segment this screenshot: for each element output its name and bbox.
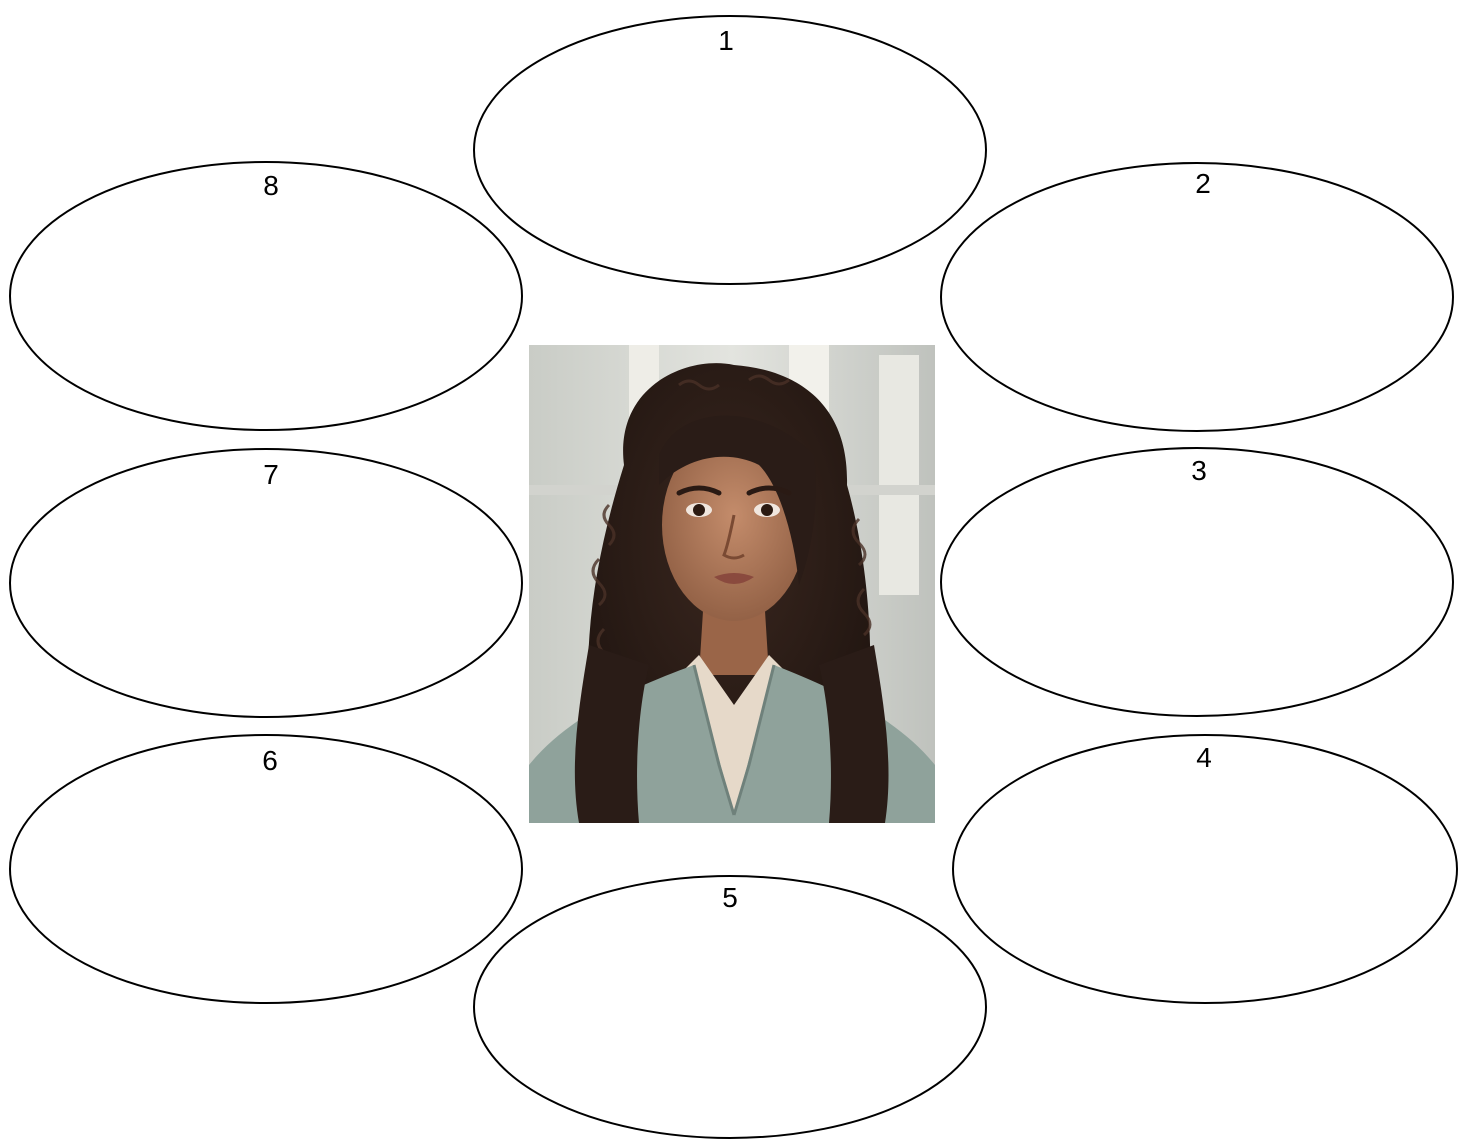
bubble-6[interactable]: 6 <box>10 735 522 1003</box>
bubble-1-label: 1 <box>718 25 734 56</box>
bubble-2-outline <box>941 163 1453 431</box>
center-portrait-photo <box>529 345 935 823</box>
bubble-5[interactable]: 5 <box>474 876 986 1138</box>
bubble-1-outline <box>474 16 986 284</box>
bubble-5-outline <box>474 876 986 1138</box>
bubble-1[interactable]: 1 <box>474 16 986 284</box>
bubble-2-label: 2 <box>1195 168 1211 199</box>
bubble-7-label: 7 <box>263 459 279 490</box>
bubble-8-label: 8 <box>263 170 279 201</box>
bubble-6-label: 6 <box>262 745 278 776</box>
bubble-5-label: 5 <box>722 882 738 913</box>
bubble-4-outline <box>953 735 1457 1003</box>
bubble-3-label: 3 <box>1191 455 1207 486</box>
bubble-2[interactable]: 2 <box>941 163 1453 431</box>
portrait-photo-icon <box>529 345 935 823</box>
bubble-4[interactable]: 4 <box>953 735 1457 1003</box>
bubble-8-outline <box>10 162 522 430</box>
bubble-3-outline <box>941 448 1453 716</box>
bubble-3[interactable]: 3 <box>941 448 1453 716</box>
bubble-4-label: 4 <box>1196 742 1212 773</box>
bubble-8[interactable]: 8 <box>10 162 522 430</box>
bubble-7[interactable]: 7 <box>10 449 522 717</box>
